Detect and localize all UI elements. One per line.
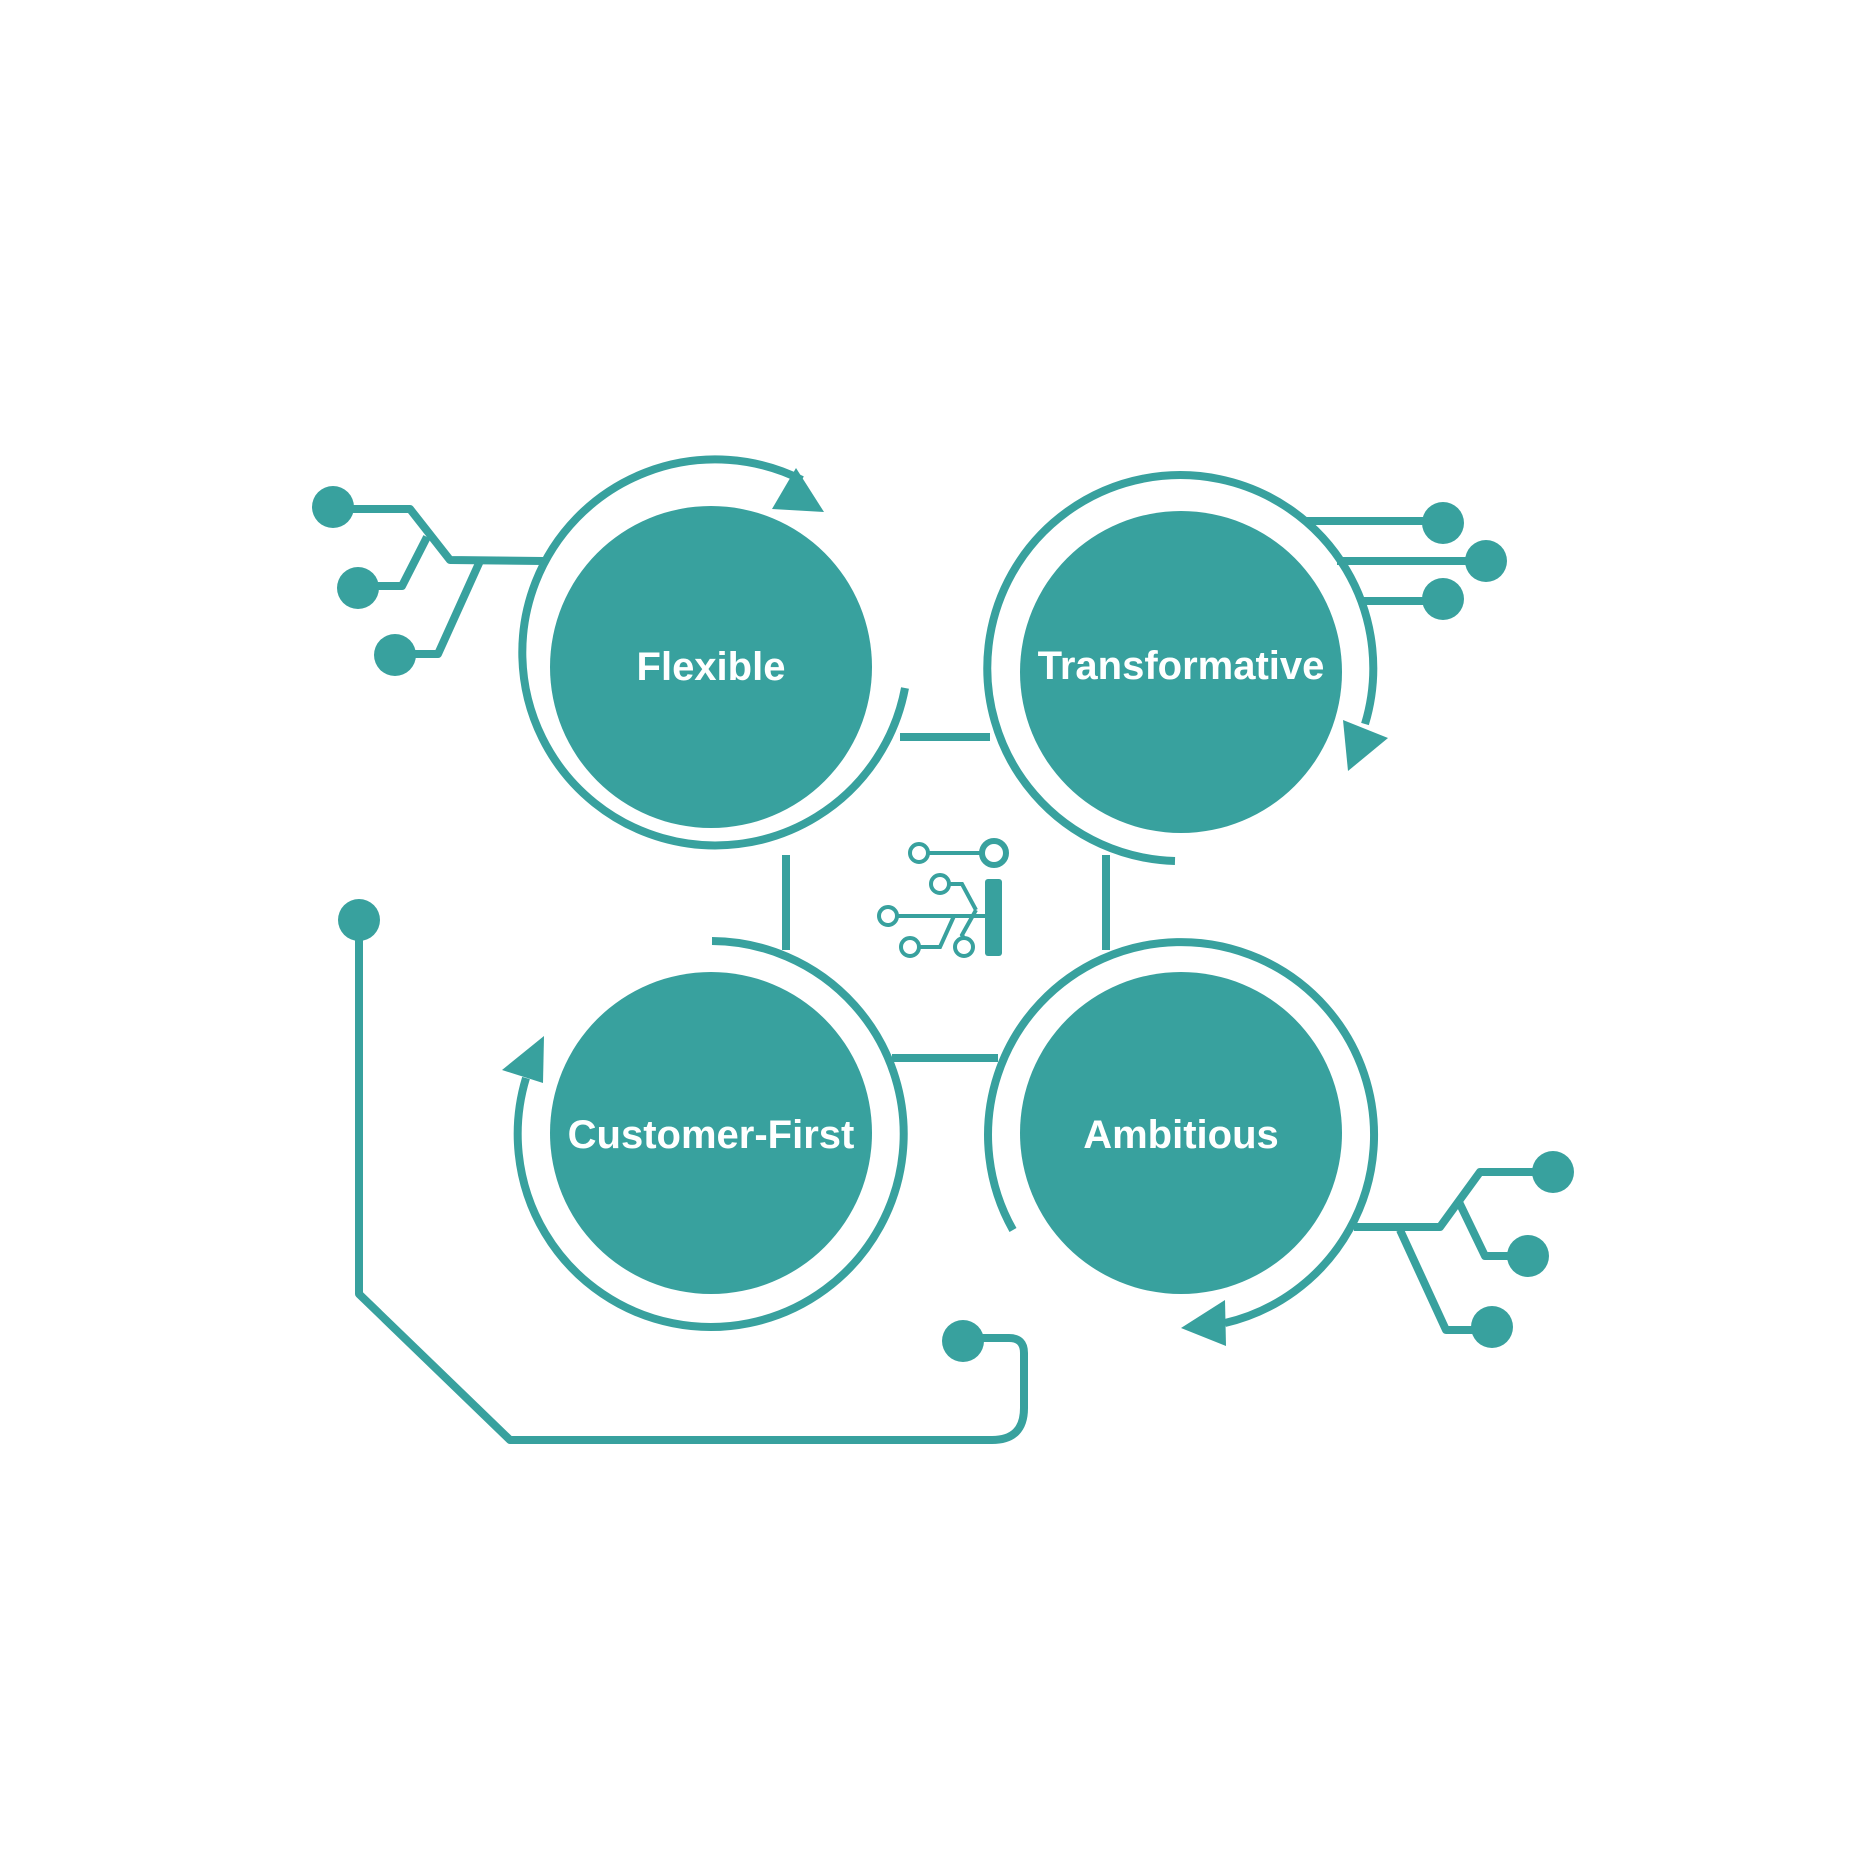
ambitious-arrow-icon bbox=[1181, 1300, 1226, 1346]
node-customer-first: Customer-First bbox=[502, 937, 908, 1331]
node-flexible: Flexible bbox=[518, 455, 909, 850]
circuit-branch-top-right bbox=[1305, 502, 1507, 620]
transformative-circle bbox=[1020, 511, 1342, 833]
transformative-label: Transformative bbox=[1038, 644, 1325, 688]
circuit-branch-bottom-right bbox=[1354, 1151, 1574, 1348]
circuit-branch-top-left bbox=[312, 486, 544, 676]
circuit-chip-icon bbox=[877, 838, 1009, 958]
ring-connectors bbox=[782, 733, 1110, 1062]
circuit-trace-bottom-left bbox=[338, 899, 1028, 1444]
customer-first-ring bbox=[513, 937, 908, 1331]
ambitious-circle bbox=[1020, 972, 1342, 1294]
ambitious-label: Ambitious bbox=[1083, 1113, 1279, 1157]
flexible-arrow-icon bbox=[772, 468, 824, 512]
customer-first-label: Customer-First bbox=[568, 1113, 855, 1157]
node-transformative: Transformative bbox=[983, 471, 1388, 865]
ambitious-ring bbox=[984, 938, 1378, 1327]
flexible-label: Flexible bbox=[637, 645, 786, 689]
customer-first-circle bbox=[550, 972, 872, 1294]
customer-first-arrow-icon bbox=[502, 1036, 544, 1083]
transformative-ring bbox=[983, 471, 1378, 865]
flexible-circle bbox=[550, 506, 872, 828]
flexible-ring bbox=[518, 455, 909, 850]
node-ambitious: Ambitious bbox=[984, 938, 1378, 1346]
transformative-arrow-icon bbox=[1343, 720, 1388, 771]
